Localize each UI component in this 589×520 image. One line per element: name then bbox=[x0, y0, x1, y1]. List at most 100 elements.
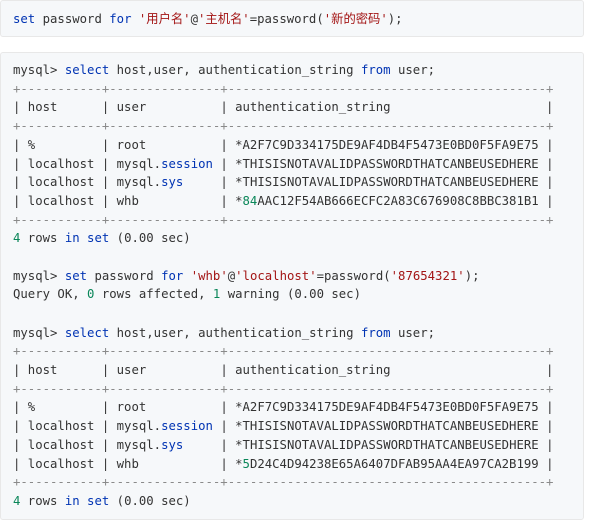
plain-text: rows bbox=[20, 231, 65, 246]
table-border: +-----------+---------------+-----------… bbox=[13, 381, 554, 396]
cell-auth-prefix: | bbox=[220, 400, 236, 415]
column-header-host: | host bbox=[13, 100, 102, 115]
plain-text: host,user, authentication_string bbox=[109, 325, 361, 340]
plain-text: (0.00 sec) bbox=[109, 231, 191, 246]
space bbox=[80, 231, 87, 245]
cell-host: | % bbox=[13, 400, 102, 415]
plain-text: host,user, authentication_string bbox=[109, 63, 361, 77]
plain-text: rows bbox=[20, 493, 65, 508]
cell-user: | whb bbox=[101, 456, 221, 471]
keyword: select bbox=[64, 63, 110, 77]
cell-auth: D24C4D94238E65A6407DFAB95AA4EA97CA2B199 … bbox=[249, 456, 554, 471]
string-literal: '87654321' bbox=[390, 268, 465, 283]
keyword: for bbox=[161, 268, 184, 283]
cell-auth-prefix: | * bbox=[220, 193, 243, 208]
keyword: set bbox=[13, 12, 36, 26]
table-row: | % | root | *A2F7C9D334175DE9AF4DB4F547… bbox=[13, 136, 553, 155]
plain-text: password bbox=[35, 12, 110, 26]
cell-auth-prefix: | * bbox=[220, 456, 243, 471]
column-header-auth: | authentication_string | bbox=[220, 100, 554, 115]
mysql-prompt: mysql> bbox=[13, 325, 65, 340]
string-literal: '主机名' bbox=[198, 12, 250, 26]
string-literal: 'whb' bbox=[190, 268, 228, 283]
cell-user: | root bbox=[101, 137, 221, 152]
row-count: 4 bbox=[13, 493, 21, 508]
plain-text: password bbox=[87, 268, 162, 283]
cell-auth: AAC12F54AB666ECFC2A83C676908C8BBC381B1 | bbox=[257, 193, 554, 208]
at-sign: @ bbox=[227, 268, 236, 283]
select-query-line: mysql> select host,user, authentication_… bbox=[13, 324, 435, 343]
space bbox=[183, 269, 190, 283]
query-ok-line: Query OK, 0 rows affected, 1 warning (0.… bbox=[13, 285, 361, 304]
cell-user: | mysql. bbox=[101, 437, 162, 452]
at-sign: @ bbox=[190, 12, 198, 26]
set-password-command: mysql> set password for 'whb'@'localhost… bbox=[13, 267, 480, 286]
plain-text: (0.00 sec) bbox=[109, 493, 191, 508]
column-header-user: | user bbox=[101, 100, 221, 115]
keyword: select bbox=[64, 325, 110, 340]
cell-host: | localhost bbox=[13, 419, 102, 434]
keyword: in bbox=[64, 231, 80, 246]
cell-auth-prefix: | bbox=[220, 156, 236, 171]
row-count: 4 bbox=[13, 231, 21, 246]
warning-count: 1 bbox=[212, 287, 221, 302]
table-border: +-----------+---------------+-----------… bbox=[13, 81, 554, 96]
cell-user-pad bbox=[183, 175, 220, 189]
keyword: from bbox=[360, 63, 391, 77]
string-literal: '用户名' bbox=[138, 12, 191, 26]
table-row: | localhost | mysql.session | *THISISNOT… bbox=[13, 417, 553, 436]
cell-user: | mysql. bbox=[101, 156, 162, 171]
space bbox=[131, 12, 138, 26]
result-summary: 4 rows in set (0.00 sec) bbox=[13, 229, 191, 248]
cell-auth: *THISISNOTAVALIDPASSWORDTHATCANBEUSEDHER… bbox=[235, 437, 554, 452]
table-header: | host | user | authentication_string | bbox=[13, 98, 553, 117]
plain-text: =password( bbox=[249, 12, 324, 26]
cell-auth: *THISISNOTAVALIDPASSWORDTHATCANBEUSEDHER… bbox=[235, 175, 554, 190]
column-header-host: | host bbox=[13, 363, 102, 377]
mysql-prompt: mysql> bbox=[13, 268, 65, 283]
cell-user-pad bbox=[183, 438, 220, 452]
cell-auth-number: 5 bbox=[242, 456, 250, 471]
keyword: from bbox=[360, 325, 391, 340]
mysql-prompt: mysql> bbox=[13, 63, 65, 77]
plain-text: =password( bbox=[316, 268, 391, 283]
cell-user-keyword: sys bbox=[161, 437, 184, 452]
cell-host: | localhost bbox=[13, 456, 102, 471]
cell-user: | mysql. bbox=[101, 419, 162, 434]
keyword: set bbox=[64, 268, 88, 283]
table-row: | % | root | *A2F7C9D334175DE9AF4DB4F547… bbox=[13, 398, 553, 417]
column-header-user: | user bbox=[101, 363, 221, 377]
cell-user: | whb bbox=[101, 193, 221, 208]
plain-text: Query OK, bbox=[13, 287, 88, 302]
table-border: +-----------+---------------+-----------… bbox=[13, 212, 554, 227]
cell-auth-prefix: | bbox=[220, 137, 236, 152]
cell-auth: *A2F7C9D334175DE9AF4DB4F5473E0BD0F5FA9E7… bbox=[235, 137, 554, 152]
string-literal: 'localhost' bbox=[235, 268, 317, 283]
string-literal: '新的密码' bbox=[323, 12, 388, 26]
cell-host: | localhost bbox=[13, 193, 102, 208]
keyword: set bbox=[87, 231, 110, 246]
cell-user-keyword: sys bbox=[161, 175, 184, 190]
keyword: in bbox=[64, 493, 80, 508]
cell-auth-number: 84 bbox=[242, 193, 258, 208]
plain-text: user; bbox=[390, 325, 436, 340]
table-row: | localhost | mysql.session | *THISISNOT… bbox=[13, 155, 553, 174]
plain-text: rows affected, bbox=[94, 287, 213, 302]
cell-auth-prefix: | bbox=[220, 437, 236, 452]
cell-host: | localhost bbox=[13, 437, 102, 452]
table-header: | host | user | authentication_string | bbox=[13, 361, 553, 380]
column-header-auth: | authentication_string | bbox=[220, 363, 554, 377]
table-row: | localhost | whb | *5D24C4D94238E65A640… bbox=[13, 455, 553, 474]
plain-text: user; bbox=[390, 63, 436, 77]
table-row: | localhost | mysql.sys | *THISISNOTAVAL… bbox=[13, 173, 554, 192]
plain-text: ); bbox=[464, 268, 480, 283]
table-border: +-----------+---------------+-----------… bbox=[13, 344, 554, 359]
cell-host: | % bbox=[13, 137, 102, 152]
cell-user: | root bbox=[101, 400, 221, 415]
cell-auth: *THISISNOTAVALIDPASSWORDTHATCANBEUSEDHER… bbox=[235, 156, 554, 171]
set-password-syntax-line: set password for '用户名'@'主机名'=password('新… bbox=[13, 10, 403, 29]
cell-auth-prefix: | bbox=[220, 419, 236, 434]
table-row: | localhost | mysql.sys | *THISISNOTAVAL… bbox=[13, 436, 554, 455]
cell-host: | localhost bbox=[13, 175, 102, 190]
cell-host: | localhost bbox=[13, 156, 102, 171]
